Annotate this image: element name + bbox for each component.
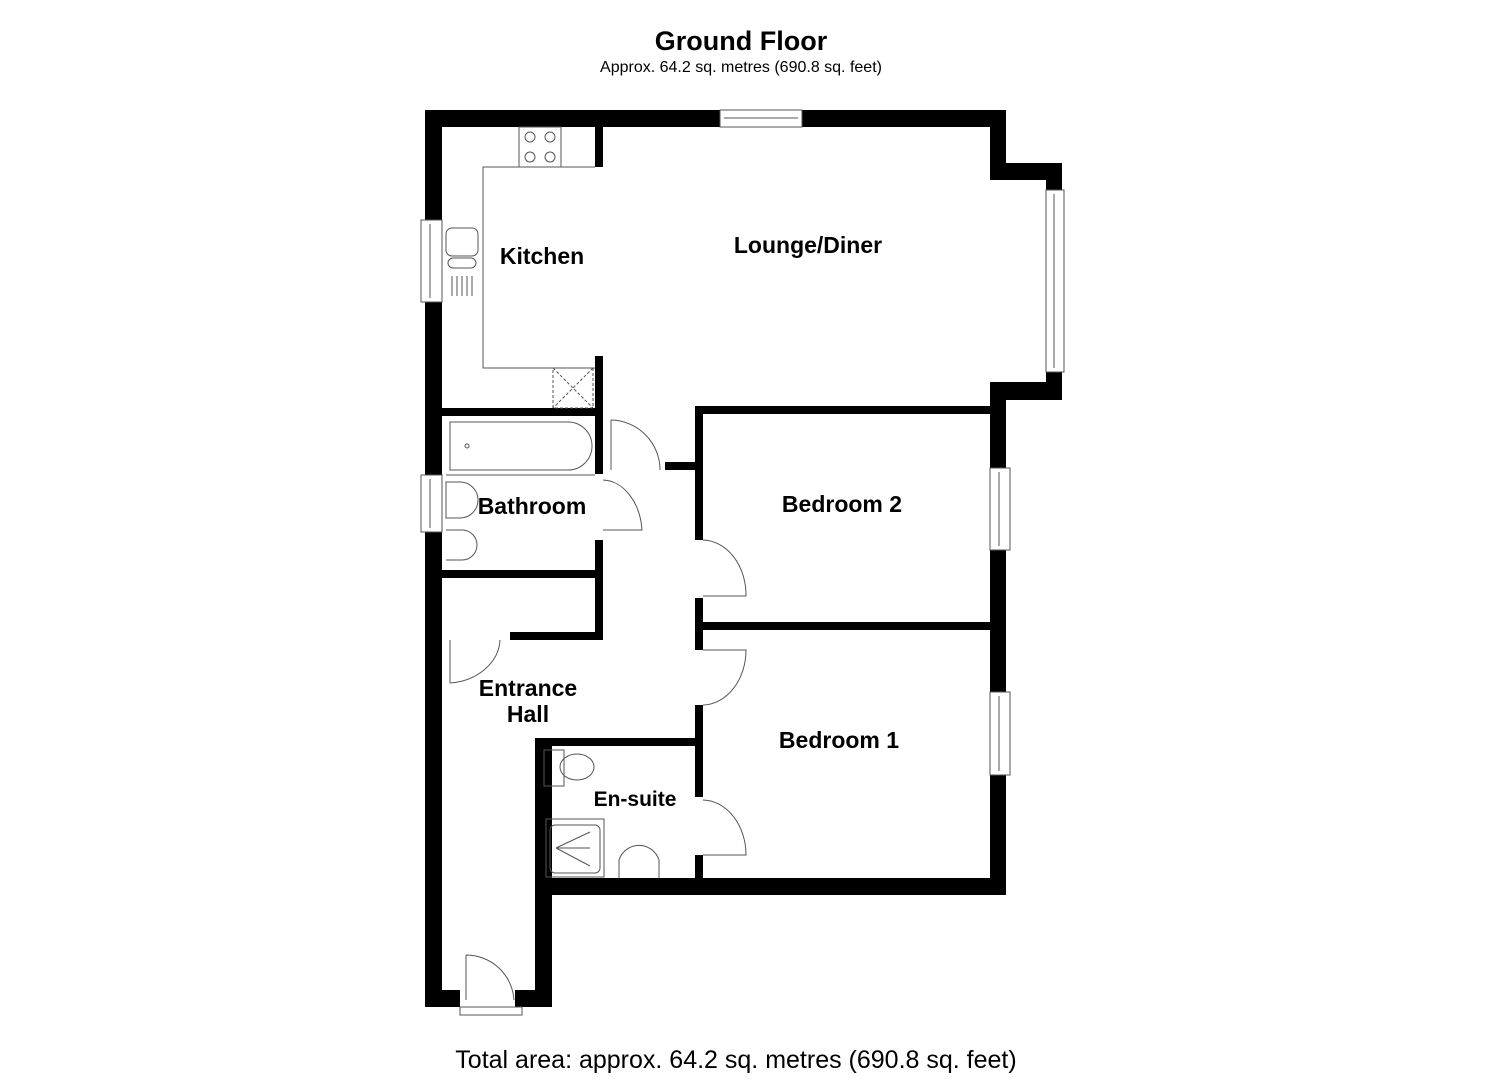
window-entrance-door: [459, 1006, 523, 1016]
door-bedroom1: [702, 649, 747, 706]
room-label-ensuite: En-suite: [593, 788, 677, 811]
window-bedroom2: [989, 467, 1011, 551]
sink-icon: [445, 227, 479, 257]
door-entrance: [465, 954, 515, 1001]
door-cupboard: [449, 639, 501, 684]
room-label-bedroom1: Bedroom 1: [778, 727, 900, 753]
door-kitchen: [610, 419, 661, 471]
bath-icon: [449, 421, 593, 471]
room-label-entrance-line2: Hall: [506, 701, 550, 727]
window-bathroom: [420, 474, 443, 533]
door-ensuite: [702, 799, 747, 856]
floor-title: Ground Floor: [654, 26, 828, 56]
window-kitchen: [420, 219, 443, 303]
walls: [425, 110, 1062, 1007]
door-bedroom2: [702, 539, 747, 597]
room-label-entrance-hall: Entrance Hall: [479, 675, 577, 727]
window-lounge-bay: [1045, 189, 1065, 373]
door-bathroom: [602, 479, 643, 531]
room-label-bathroom: Bathroom: [477, 493, 587, 519]
shower-icon: [545, 818, 605, 878]
ensuite-basin-icon: [618, 844, 660, 878]
ensuite-toilet-icon: [543, 749, 565, 787]
toilet-icon: [446, 529, 478, 561]
basin-icon: [445, 481, 479, 519]
total-area: Total area: approx. 64.2 sq. metres (690…: [455, 1046, 1017, 1074]
room-label-kitchen: Kitchen: [499, 243, 585, 269]
windows: [420, 109, 1065, 1016]
room-label-lounge: Lounge/Diner: [733, 232, 883, 258]
room-label-entrance-line1: Entrance: [478, 675, 578, 701]
floor-area-subtitle: Approx. 64.2 sq. metres (690.8 sq. feet): [600, 59, 882, 76]
boiler-cupboard: [552, 367, 594, 409]
window-bedroom1: [989, 691, 1011, 776]
room-label-bedroom2: Bedroom 2: [781, 491, 903, 517]
hob-icon: [518, 126, 562, 168]
fixtures: [445, 126, 747, 1001]
